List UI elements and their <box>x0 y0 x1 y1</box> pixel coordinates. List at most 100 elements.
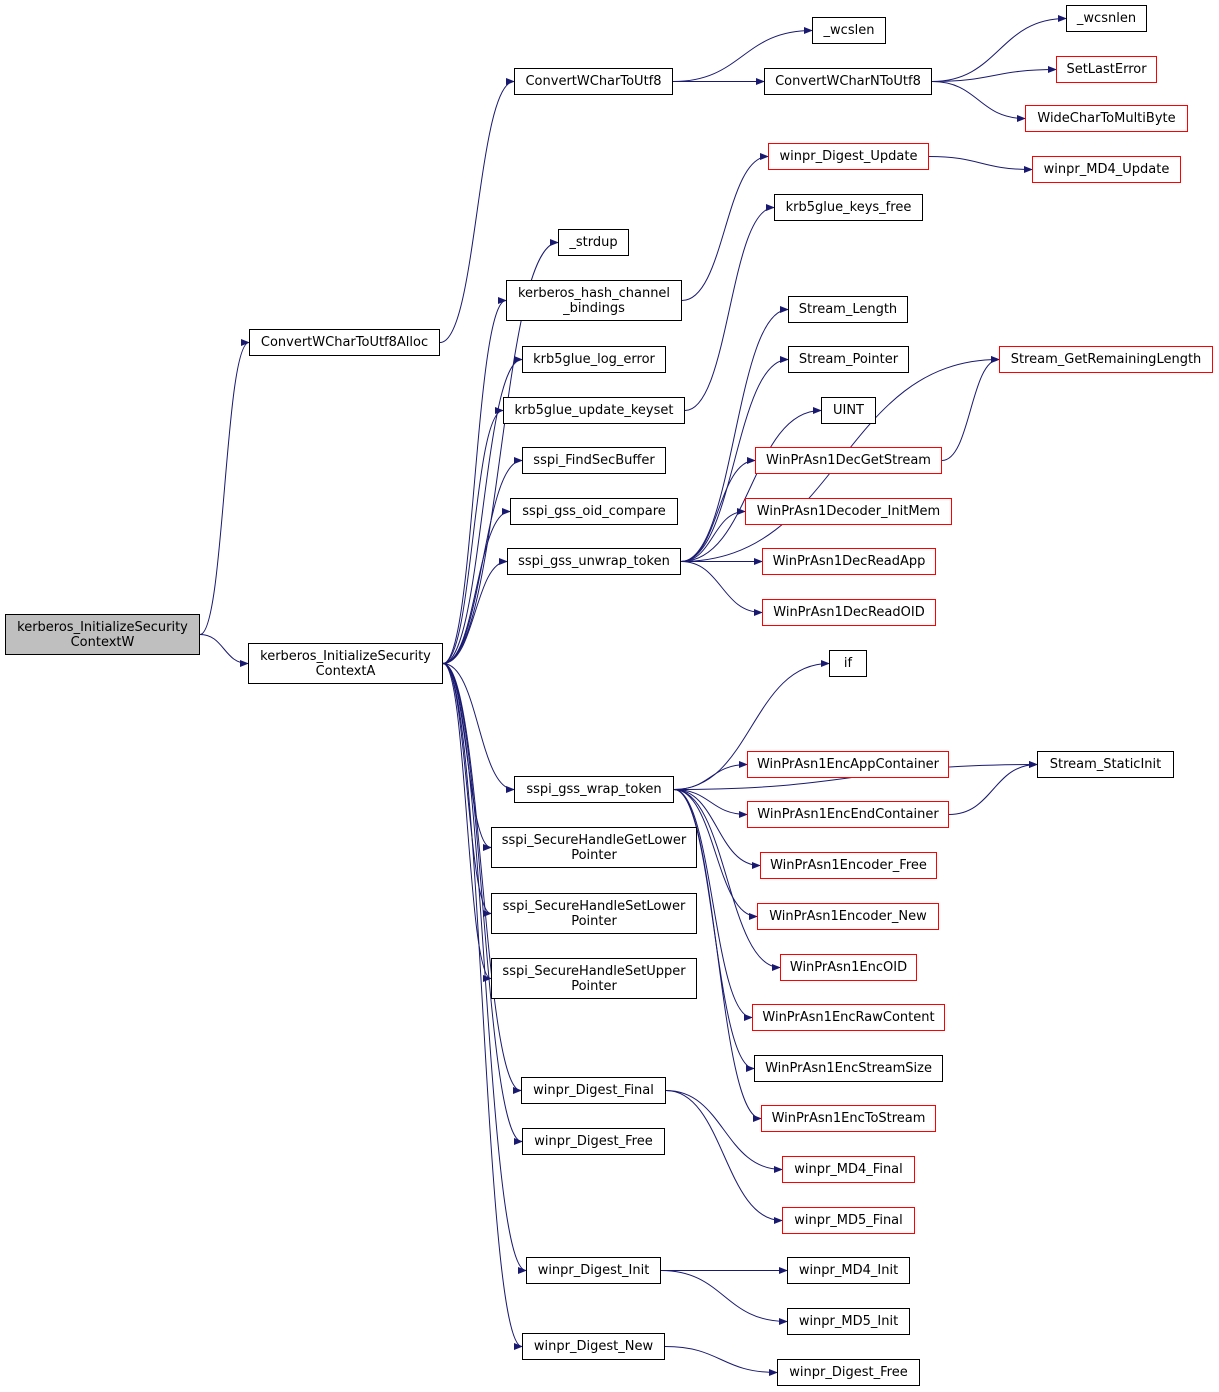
node-winprasn1encoder-new[interactable]: WinPrAsn1Encoder_New <box>757 903 939 930</box>
node-krb5glue-log-error[interactable]: krb5glue_log_error <box>522 346 666 373</box>
edge-n_ctxA-to-n_wrap <box>442 663 515 794</box>
edge-n_decgs-to-n_sgrl <box>941 355 1000 461</box>
node-winpr-digest-free[interactable]: winpr_Digest_Free <box>522 1128 665 1155</box>
node-winpr-digest-new[interactable]: winpr_Digest_New <box>522 1333 665 1360</box>
node-strdup[interactable]: _strdup <box>558 229 629 256</box>
node-stream-getremaininglength[interactable]: Stream_GetRemainingLength <box>999 346 1213 373</box>
node-label: kerberos_hash_channel_bindings <box>518 286 670 316</box>
node-label: ConvertWCharNToUtf8 <box>775 74 921 89</box>
node-winprasn1encendcontainer[interactable]: WinPrAsn1EncEndContainer <box>747 801 949 828</box>
node-label: sspi_gss_wrap_token <box>526 782 662 797</box>
label-line: _bindings <box>563 300 625 316</box>
node-winpr-md5-init[interactable]: winpr_MD5_Init <box>787 1308 910 1335</box>
node-label: if <box>843 656 853 671</box>
node-winprasn1encoder-free[interactable]: WinPrAsn1Encoder_Free <box>760 852 937 879</box>
node-label: WinPrAsn1DecGetStream <box>766 453 931 468</box>
node-label: krb5glue_log_error <box>533 352 655 367</box>
edge-n_dfinal-to-n_md4final <box>665 1090 783 1174</box>
edge-n_root-to-n_cw8alloc <box>199 338 250 635</box>
node-label: winpr_MD5_Final <box>794 1213 903 1228</box>
edge-n_wrap-to-n_encraw <box>673 789 753 1022</box>
node-krb5glue-update-keyset[interactable]: krb5glue_update_keyset <box>503 397 685 424</box>
node-label: winpr_MD4_Final <box>794 1162 903 1177</box>
label-line: sspi_SecureHandleGetLower <box>501 832 687 848</box>
edge-n_cwn8-to-n_wcsnlen <box>931 14 1067 82</box>
node-stream-pointer[interactable]: Stream_Pointer <box>788 346 909 373</box>
node-label: ConvertWCharToUtf8Alloc <box>260 335 429 350</box>
node-convertwchartoutf8alloc[interactable]: ConvertWCharToUtf8Alloc <box>249 329 440 356</box>
node-label: WinPrAsn1Decoder_InitMem <box>756 504 941 519</box>
node-uint[interactable]: UINT <box>821 397 876 424</box>
node-winprasn1encappcontainer[interactable]: WinPrAsn1EncAppContainer <box>747 751 949 778</box>
node-if[interactable]: if <box>829 650 867 677</box>
node-label: WinPrAsn1Encoder_New <box>769 909 927 924</box>
node-wcsnlen[interactable]: _wcsnlen <box>1066 5 1147 32</box>
node-label: WinPrAsn1EncToStream <box>771 1111 926 1126</box>
node-winpr-digest-update[interactable]: winpr_Digest_Update <box>768 143 929 170</box>
node-label: UINT <box>832 403 864 418</box>
edge-n_unwrap-to-n_sptr <box>680 355 789 562</box>
node-sspi-gss-oid-compare[interactable]: sspi_gss_oid_compare <box>510 498 678 525</box>
node-winprasn1encoid[interactable]: WinPrAsn1EncOID <box>780 954 917 981</box>
node-label: WinPrAsn1DecReadApp <box>772 554 926 569</box>
node-winprasn1encstreamsize[interactable]: WinPrAsn1EncStreamSize <box>754 1055 943 1082</box>
node-winpr-md4-init[interactable]: winpr_MD4_Init <box>787 1257 910 1284</box>
node-winpr-digest-final[interactable]: winpr_Digest_Final <box>521 1077 666 1104</box>
edge-n_dfinal-to-n_md5final <box>665 1090 783 1225</box>
node-winprasn1decgetstream[interactable]: WinPrAsn1DecGetStream <box>755 447 942 474</box>
edge-n_ctxA-to-n_shsetlower <box>442 663 492 918</box>
node-widechartomultibyte[interactable]: WideCharToMultiByte <box>1025 105 1188 132</box>
node-winprasn1decoder-initmem[interactable]: WinPrAsn1Decoder_InitMem <box>745 498 952 525</box>
node-label: _wcsnlen <box>1076 11 1137 26</box>
node-winpr-md5-final[interactable]: winpr_MD5_Final <box>782 1207 915 1234</box>
node-winpr-md4-update[interactable]: winpr_MD4_Update <box>1032 156 1181 183</box>
node-wcslen[interactable]: _wcslen <box>812 17 886 44</box>
node-setlasterror[interactable]: SetLastError <box>1056 56 1157 83</box>
edge-n_unwrap-to-n_decim <box>680 507 746 562</box>
label-line: sspi_SecureHandleSetLower <box>502 898 686 914</box>
node-label: winpr_MD4_Init <box>798 1263 899 1278</box>
edge-n_ctxA-to-n_unwrap <box>442 557 508 664</box>
edge-n_ctxA-to-n_dfree1 <box>442 663 523 1146</box>
label-line: Pointer <box>571 913 617 929</box>
node-stream-staticinit[interactable]: Stream_StaticInit <box>1037 751 1174 778</box>
edge-n_ctxA-to-n_oidcmp <box>442 507 511 664</box>
edge-n_ctxA-to-n_hashcb <box>442 296 507 664</box>
edge-n_ctxA-to-n_updkeyset <box>442 406 504 664</box>
edge-n_cwn8-to-n_setlasterror <box>931 65 1057 82</box>
node-convertwchartoutf8[interactable]: ConvertWCharToUtf8 <box>514 68 673 95</box>
node-convertwcharntoutf8[interactable]: ConvertWCharNToUtf8 <box>764 68 932 95</box>
node-winprasn1decreadoid[interactable]: WinPrAsn1DecReadOID <box>762 599 936 626</box>
node-winpr-md4-final[interactable]: winpr_MD4_Final <box>782 1156 915 1183</box>
edge-n_wrap-to-n_encoid <box>673 789 781 972</box>
node-label: Stream_Length <box>798 302 898 317</box>
node-winprasn1encrawcontent[interactable]: WinPrAsn1EncRawContent <box>752 1004 945 1031</box>
node-sspi-gss-unwrap-token[interactable]: sspi_gss_unwrap_token <box>507 548 681 575</box>
node-label: winpr_MD4_Update <box>1043 162 1170 177</box>
node-krb5glue-keys-free[interactable]: krb5glue_keys_free <box>774 194 923 221</box>
node-sspi-findsecbuffer[interactable]: sspi_FindSecBuffer <box>522 447 666 474</box>
node-winpr-digest-init[interactable]: winpr_Digest_Init <box>526 1257 661 1284</box>
node-kerberos-hash-channel-bindings[interactable]: kerberos_hash_channel_bindings <box>506 280 682 321</box>
edge-n_wrap-to-n_encend <box>673 789 748 819</box>
node-winpr-digest-free-2[interactable]: winpr_Digest_Free <box>777 1359 920 1386</box>
node-sspi-gss-wrap-token[interactable]: sspi_gss_wrap_token <box>514 776 674 803</box>
node-label: Stream_Pointer <box>798 352 899 367</box>
node-winprasn1enctostream[interactable]: WinPrAsn1EncToStream <box>761 1105 936 1132</box>
node-label: WinPrAsn1EncEndContainer <box>757 807 939 822</box>
node-label: winpr_Digest_Init <box>537 1263 650 1278</box>
node-winprasn1decreadapp[interactable]: WinPrAsn1DecReadApp <box>762 548 936 575</box>
node-stream-length[interactable]: Stream_Length <box>788 296 908 323</box>
node-label: WinPrAsn1DecReadOID <box>773 605 925 620</box>
edge-n_ctxA-to-n_strdup <box>442 238 559 664</box>
edge-n_unwrap-to-n_uint <box>680 406 822 562</box>
edge-n_unwrap-to-n_decro <box>680 561 763 617</box>
label-line: ContextW <box>70 634 135 650</box>
